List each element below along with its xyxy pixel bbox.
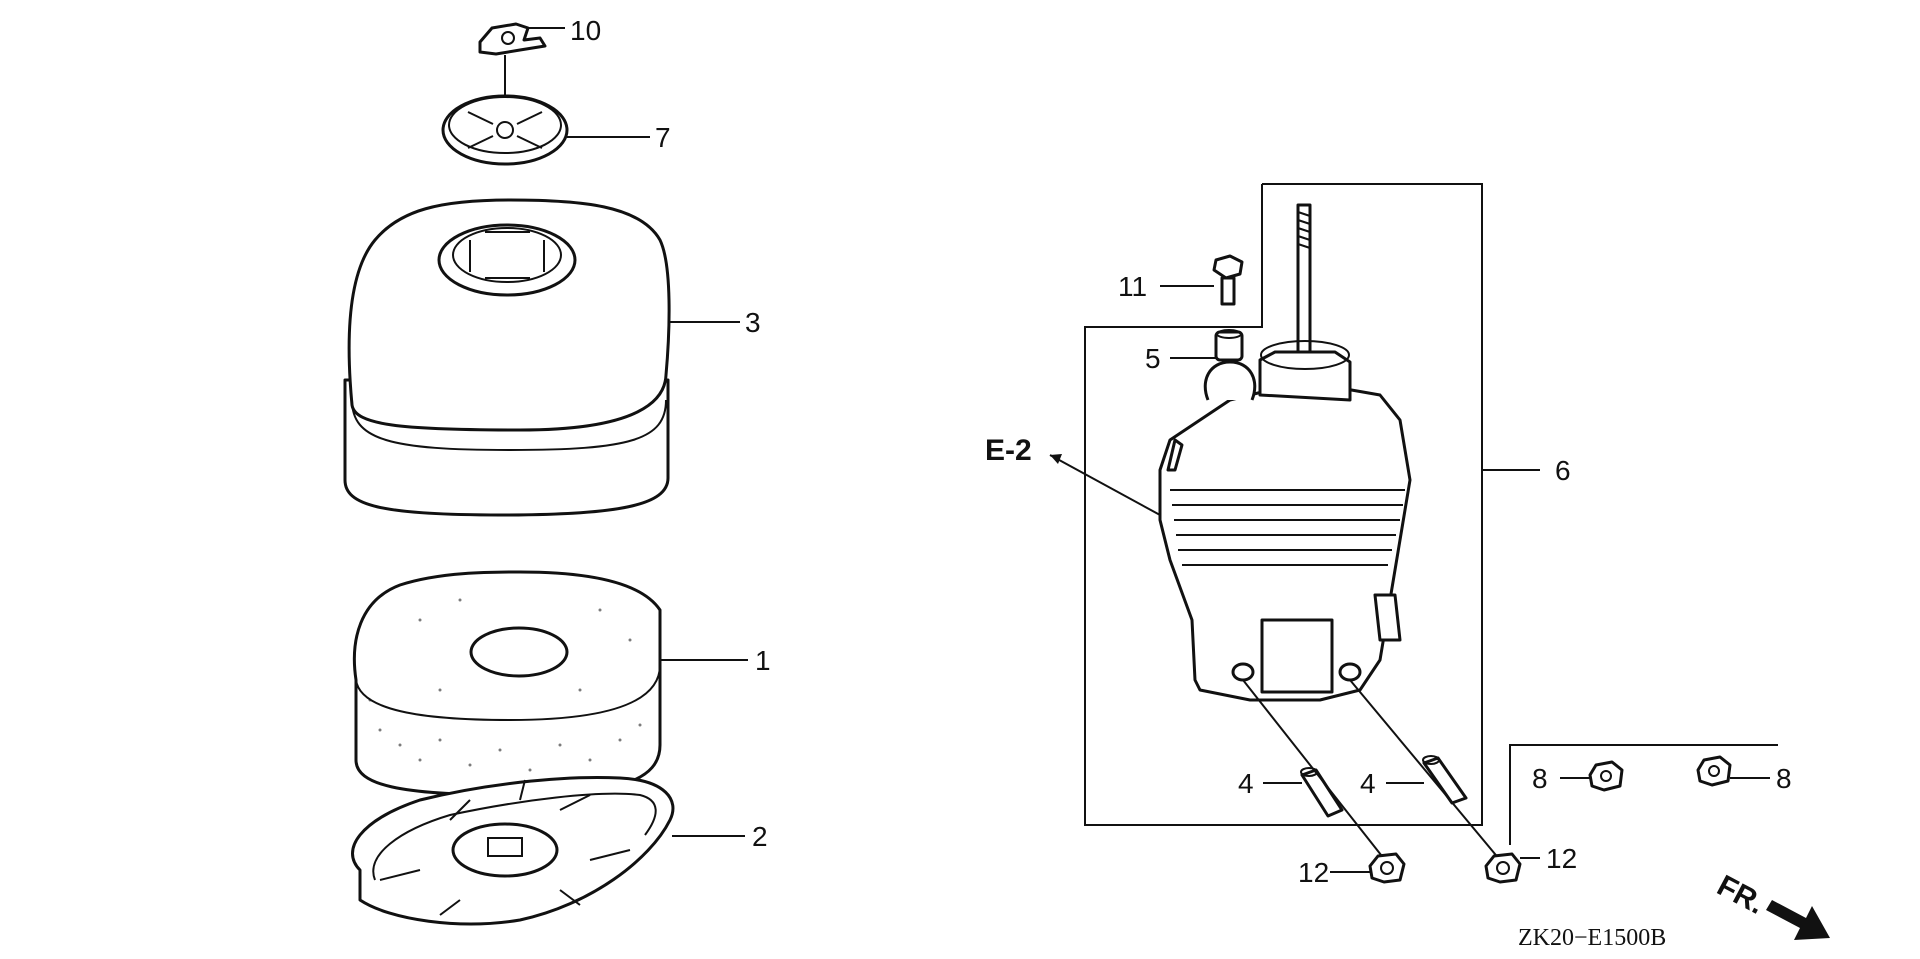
callout-8-left: 8	[1532, 763, 1548, 794]
cover-plate-part-7	[441, 94, 569, 166]
reference-e2: E-2	[985, 434, 1032, 467]
front-direction-arrow: FR.	[1712, 869, 1830, 940]
diagram-code: ZK20−E1500B	[1518, 925, 1666, 951]
callout-12-left: 12	[1298, 857, 1329, 888]
callout-6: 6	[1555, 455, 1571, 486]
callout-4-left: 4	[1238, 768, 1254, 799]
callout-8-right: 8	[1776, 763, 1792, 794]
callout-7: 7	[655, 122, 671, 153]
callout-4-right: 4	[1360, 768, 1376, 799]
callout-5: 5	[1145, 343, 1161, 374]
bolt-part-11	[1212, 254, 1244, 306]
nut-part-12-right	[1484, 852, 1522, 884]
callout-10: 10	[570, 15, 601, 46]
callout-12-right: 12	[1546, 843, 1577, 874]
collar-part-5	[1214, 329, 1244, 362]
filter-element-part-1	[352, 570, 662, 797]
callout-2: 2	[752, 821, 768, 852]
cap-nut-part-8-left	[1588, 760, 1624, 792]
air-cleaner-elbow-housing	[1158, 340, 1412, 702]
direction-label: FR.	[1712, 869, 1770, 921]
air-cleaner-case-part-3	[343, 198, 671, 517]
cap-nut-part-8-right	[1696, 755, 1732, 787]
wing-nut-part-10	[478, 22, 547, 56]
callout-3: 3	[745, 307, 761, 338]
stud-bolt	[1296, 203, 1312, 377]
dowel-part-4-right	[1422, 755, 1468, 805]
dowel-part-4-left	[1300, 767, 1344, 818]
base-plate-part-2	[351, 775, 675, 926]
nut-part-12-left	[1368, 852, 1406, 884]
callout-11: 11	[1118, 271, 1147, 302]
callout-1: 1	[755, 645, 771, 676]
